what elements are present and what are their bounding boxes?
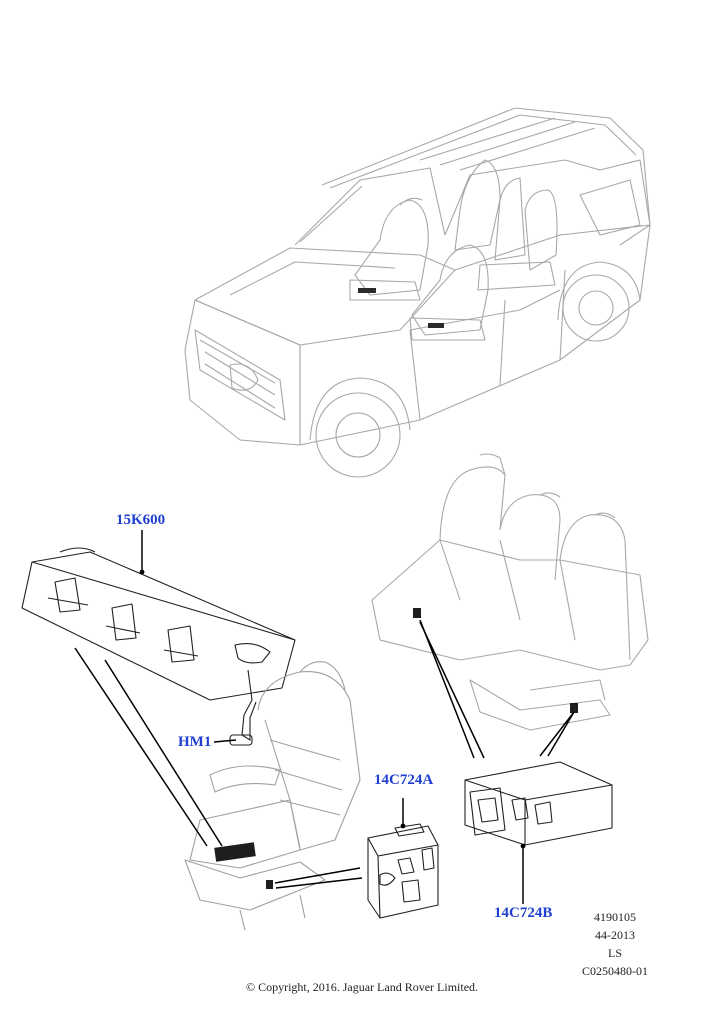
reference-code-3: LS [607, 946, 622, 960]
callout-hm1: HM1 [178, 734, 212, 750]
vehicle-module-marks [358, 288, 444, 328]
module-a [367, 823, 439, 919]
reference-code-2: 44-2013 [595, 928, 635, 942]
reference-code-1: 4190105 [594, 910, 636, 924]
front-seat-module-marks [214, 842, 273, 889]
copyright-notice: © Copyright, 2016. Jaguar Land Rover Lim… [245, 980, 479, 994]
vehicle-illustration [184, 107, 651, 478]
rear-seat-module-marks [413, 608, 578, 713]
callout-14c724b: 14C724B [494, 905, 553, 921]
module-b [464, 761, 613, 846]
leader-dots [139, 569, 526, 849]
reference-code-4: C0250480-01 [582, 964, 648, 978]
callout-14c724a: 14C724A [374, 772, 434, 788]
callout-15k600: 15K600 [116, 512, 166, 528]
harness-plug [229, 669, 257, 746]
front-seat-illustration [184, 661, 361, 931]
rear-bench-illustration [371, 453, 649, 731]
seat-module-panel [21, 547, 296, 701]
leader-lines [74, 530, 575, 904]
